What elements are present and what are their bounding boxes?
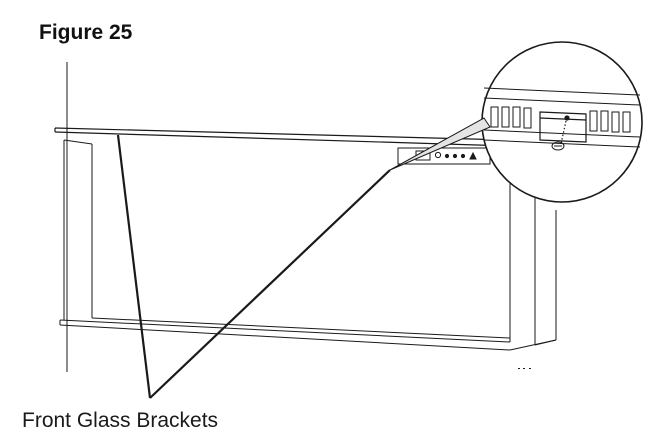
- detail-marks: [518, 368, 531, 369]
- top-trim: [54, 127, 511, 147]
- zoom-detail: [481, 41, 643, 203]
- figure-title: Figure 25: [39, 21, 133, 44]
- callout-wedge: [389, 117, 491, 171]
- control-panel: [397, 147, 491, 165]
- screw-icon: [551, 141, 565, 151]
- firebox-body: [59, 139, 557, 351]
- glass-bracket: [539, 111, 587, 145]
- callout-label: Front Glass Brackets: [22, 409, 219, 432]
- leader-lines: [116, 134, 391, 399]
- vent-slots: [490, 106, 631, 133]
